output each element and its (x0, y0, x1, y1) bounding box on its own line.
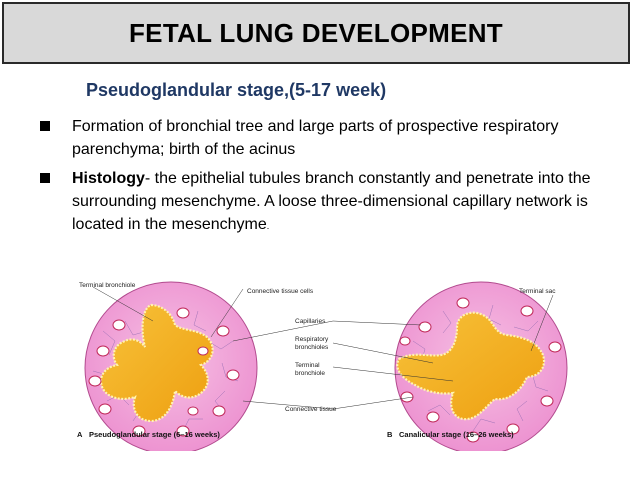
label-terminal: Terminal (295, 362, 320, 369)
caption-b-letter: B (387, 430, 393, 439)
bullet-item: Histology- the epithelial tubules branch… (38, 167, 598, 238)
histology-diagram: Terminal bronchiole Connective tissue ce… (77, 281, 568, 451)
label-capillaries: Capillaries (295, 318, 326, 325)
label-respiratory: Respiratory (295, 336, 329, 343)
label-bronchioles: bronchioles (295, 344, 329, 351)
bullet-item: Formation of bronchial tree and large pa… (38, 115, 598, 161)
square-bullet-icon (40, 173, 50, 183)
bullet-lead: Histology (72, 170, 145, 187)
pseudoglandular-section (84, 281, 258, 451)
square-bullet-icon (40, 121, 50, 131)
label-connective-tissue-cells: Connective tissue cells (247, 288, 314, 295)
caption-b-text: Canalicular stage (16–26 weeks) (399, 430, 514, 439)
lung-histology-figure: Terminal bronchiole Connective tissue ce… (33, 281, 593, 451)
label-connective-tissue: Connective tissue (285, 406, 337, 413)
label-terminal-bronchiole: Terminal bronchiole (79, 282, 136, 289)
label-terminal-sac: Terminal sac (519, 288, 556, 295)
slide-title: FETAL LUNG DEVELOPMENT (129, 17, 503, 48)
caption-a-text: Pseudoglandular stage (6–16 weeks) (89, 430, 220, 439)
caption-a-letter: A (77, 430, 83, 439)
bullet-end: . (266, 221, 270, 231)
canalicular-section (394, 281, 568, 451)
slide-subtitle: Pseudoglandular stage,(5-17 week) (86, 80, 387, 100)
bullet-text: Formation of bronchial tree and large pa… (72, 118, 559, 158)
bullet-text: - the epithelial tubules branch constant… (72, 170, 591, 233)
title-box: FETAL LUNG DEVELOPMENT (2, 2, 630, 64)
bullet-list: Formation of bronchial tree and large pa… (38, 115, 598, 244)
label-bronchiole: bronchiole (295, 370, 325, 377)
